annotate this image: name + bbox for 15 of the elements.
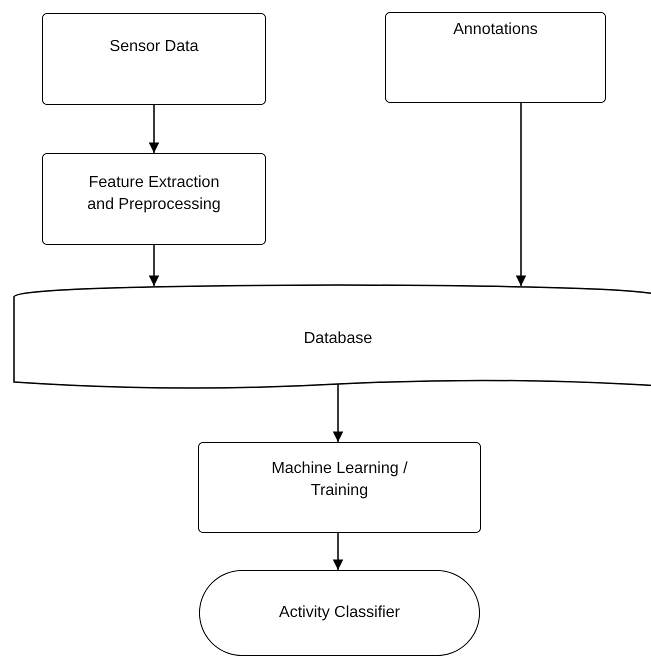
process-box [42, 153, 266, 245]
arrow [148, 245, 160, 286]
node-label: Feature Extraction and Preprocessing [86, 173, 222, 215]
arrow [332, 384, 344, 442]
arrow [516, 103, 526, 286]
node-label: Machine Learning / Training [270, 458, 409, 500]
node-label: Annotations [453, 20, 538, 40]
process-box [198, 442, 481, 533]
arrow [148, 105, 160, 153]
node-label: Activity Classifier [279, 603, 400, 623]
node-label: Database [304, 328, 372, 348]
process-box [385, 12, 606, 103]
arrow [332, 533, 344, 570]
process-box [42, 13, 266, 105]
node-label: Sensor Data [110, 37, 198, 57]
